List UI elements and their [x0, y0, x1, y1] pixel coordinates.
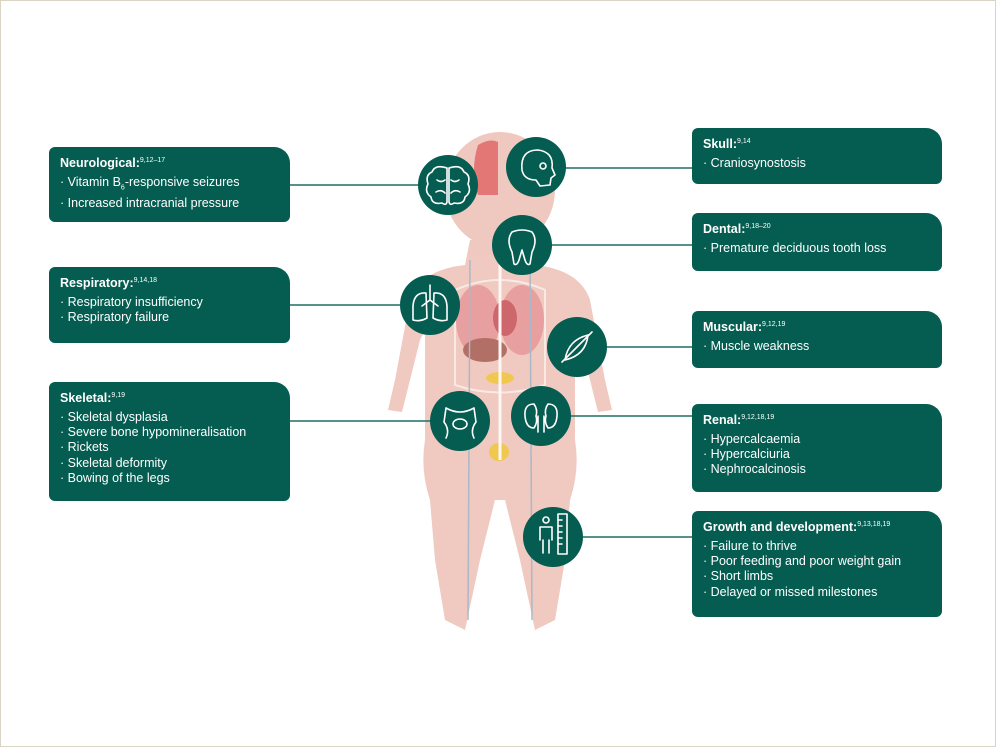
list-item: Skeletal dysplasia: [60, 410, 279, 425]
dental-refs: 9,18–20: [745, 223, 771, 230]
muscular-title: Muscular:: [703, 320, 763, 334]
skull-icon: [506, 137, 566, 197]
dental-title: Dental:: [703, 222, 746, 236]
list-item: Increased intracranial pressure: [60, 196, 279, 211]
growth-title: Growth and development:: [703, 520, 858, 534]
list-item: Rickets: [60, 440, 279, 455]
lungs-icon: [400, 275, 460, 335]
skull-refs: 9,14: [737, 138, 751, 145]
connector-lines: [290, 167, 692, 538]
list-item: Nephrocalcinosis: [703, 462, 931, 477]
pelvis-icon: [430, 391, 490, 451]
growth-refs: 9,13,18,19: [857, 521, 891, 528]
list-item: Skeletal deformity: [60, 456, 279, 471]
list-item: Muscle weakness: [703, 339, 931, 354]
skeletal-box: Skeletal:9,19 Skeletal dysplasia Severe …: [49, 382, 290, 501]
tooth-icon: [492, 215, 552, 275]
list-item: Hypercalcaemia: [703, 432, 931, 447]
muscular-refs: 9,12,19: [762, 321, 786, 328]
growth-box: Growth and development:9,13,18,19 Failur…: [692, 511, 942, 617]
renal-title: Renal:: [703, 413, 742, 427]
list-item: Craniosynostosis: [703, 156, 931, 171]
muscular-box: Muscular:9,12,19 Muscle weakness: [692, 311, 942, 368]
list-item: Respiratory failure: [60, 310, 279, 325]
respiratory-refs: 9,14,18: [133, 277, 157, 284]
list-item: Vitamin B6-responsive seizures: [60, 175, 279, 196]
organs-illustration: [454, 140, 546, 621]
list-item: Poor feeding and poor weight gain: [703, 554, 931, 569]
dental-box: Dental:9,18–20 Premature deciduous tooth…: [692, 213, 942, 271]
list-item: Failure to thrive: [703, 539, 931, 554]
skull-box: Skull:9,14 Craniosynostosis: [692, 128, 942, 184]
list-item: Delayed or missed milestones: [703, 585, 931, 600]
list-item: Hypercalciuria: [703, 447, 931, 462]
growth-ruler-icon: [523, 507, 583, 567]
list-item: Premature deciduous tooth loss: [703, 241, 931, 256]
renal-refs: 9,12,18,19: [741, 414, 775, 421]
kidney-icon: [511, 386, 571, 446]
respiratory-box: Respiratory:9,14,18 Respiratory insuffic…: [49, 267, 290, 343]
neurological-box: Neurological:9,12–17 Vitamin B6-responsi…: [49, 147, 290, 222]
skull-title: Skull:: [703, 137, 738, 151]
skeletal-refs: 9,19: [111, 392, 126, 399]
neurological-refs: 9,12–17: [139, 157, 166, 164]
renal-box: Renal:9,12,18,19 Hypercalcaemia Hypercal…: [692, 404, 942, 492]
list-item: Bowing of the legs: [60, 471, 279, 486]
neurological-title: Neurological:: [60, 156, 140, 170]
skeletal-title: Skeletal:: [60, 391, 112, 405]
respiratory-title: Respiratory:: [60, 276, 134, 290]
list-item: Severe bone hypomineralisation: [60, 425, 279, 440]
list-item: Respiratory insufficiency: [60, 295, 279, 310]
list-item: Short limbs: [703, 569, 931, 584]
